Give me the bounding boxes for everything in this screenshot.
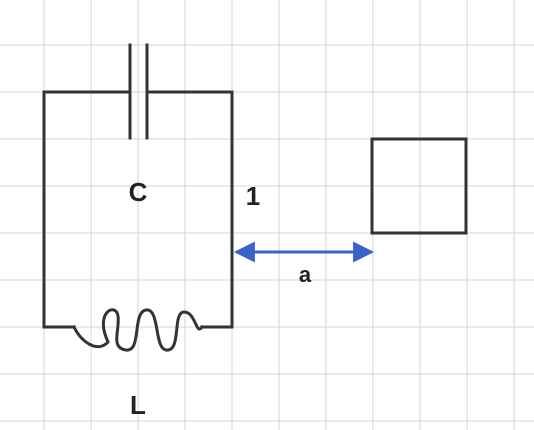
node-label: 1 — [246, 181, 260, 211]
capacitor-label: C — [129, 177, 148, 207]
inductor-label: L — [130, 390, 146, 420]
lc-circuit — [42, 43, 234, 352]
inductor-coil — [71, 308, 205, 352]
distance-label: a — [299, 262, 312, 287]
square-loop — [370, 137, 468, 235]
